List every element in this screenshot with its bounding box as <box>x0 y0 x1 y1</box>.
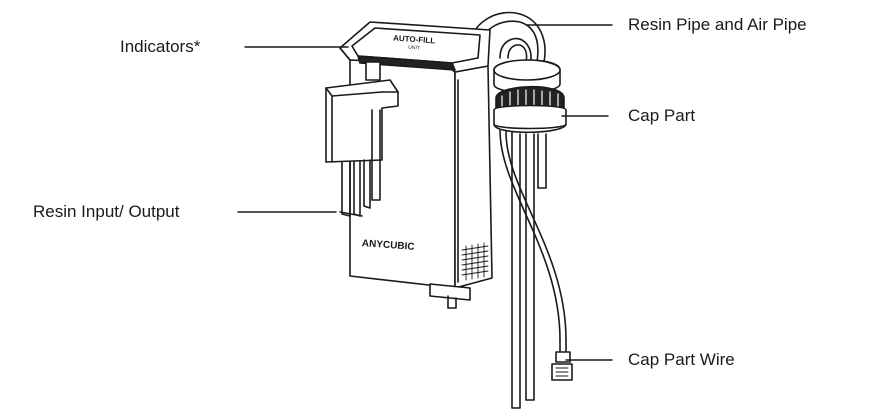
label-resin-input-output: Resin Input/ Output <box>33 202 180 221</box>
body-brand-text: ANYCUBIC <box>361 238 414 253</box>
label-indicators: Indicators* <box>120 37 201 56</box>
label-cap-part-wire: Cap Part Wire <box>628 350 735 369</box>
label-cap-part: Cap Part <box>628 106 696 125</box>
auto-fill-unit-body <box>339 21 493 309</box>
cap-part-tubes <box>499 129 567 409</box>
cap-part <box>493 59 567 134</box>
top-sub-text: UNIT <box>408 45 420 52</box>
resin-input-output-assembly <box>325 61 399 217</box>
label-resin-pipe-air-pipe: Resin Pipe and Air Pipe <box>628 15 807 34</box>
top-brand-text: AUTO-FILL <box>393 34 436 46</box>
leader-lines <box>237 24 613 361</box>
